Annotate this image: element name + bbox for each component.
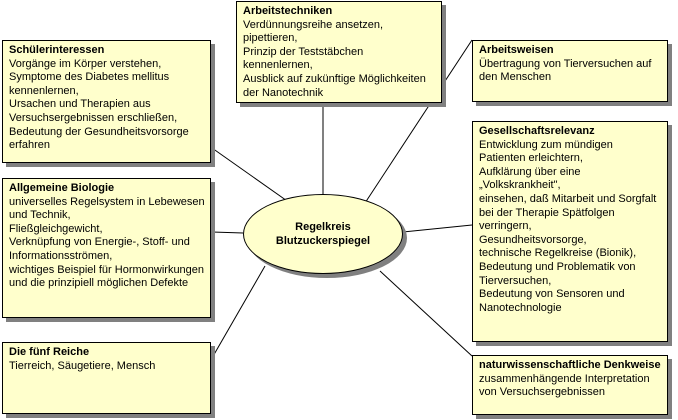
connector-arbeitsweisen	[364, 39, 473, 204]
box-allgemeine-biologie: Allgemeine Biologie universelles Regelsy…	[2, 178, 211, 318]
box-allgemeine-biologie-body: universelles Regelsystem in Lebewesen un…	[9, 195, 205, 290]
box-arbeitsweisen: Arbeitsweisen Übertragung von Tierversuc…	[472, 40, 668, 102]
box-arbeitsweisen-body: Übertragung von Tierversuchen auf den Me…	[479, 57, 652, 84]
box-allgemeine-biologie-title: Allgemeine Biologie	[9, 182, 115, 194]
box-arbeitstechniken: Arbeitstechniken Verdünnungsreihe ansetz…	[236, 1, 442, 103]
box-die-fuenf-reiche-body: Tierreich, Säugetiere, Mensch	[9, 359, 156, 372]
box-naturwissenschaftliche-denkweise: naturwissenschaftliche Denkweise zusamme…	[472, 355, 668, 415]
connector-die-fuenf-reiche	[211, 265, 266, 359]
box-die-fuenf-reiche-title: Die fünf Reiche	[9, 346, 90, 358]
box-gesellschaftsrelevanz-title: Gesellschaftsrelevanz	[479, 125, 595, 137]
center-ellipse-label: Regelkreis Blutzuckerspiegel	[275, 221, 371, 247]
center-ellipse-regelkreis: Regelkreis Blutzuckerspiegel	[243, 194, 403, 274]
box-naturwissenschaftliche-denkweise-body: zusammenhängende Interpretation von Vers…	[479, 372, 650, 399]
connector-naturwissenschaftliche-denkweise	[379, 270, 473, 357]
box-naturwissenschaftliche-denkweise-title: naturwissenschaftliche Denkweise	[479, 359, 661, 371]
box-gesellschaftsrelevanz-body: Entwicklung zum mündigen Patienten erlei…	[479, 138, 657, 314]
box-die-fuenf-reiche: Die fünf Reiche Tierreich, Säugetiere, M…	[2, 342, 211, 414]
box-schuelerinteressen-title: Schülerinteressen	[9, 44, 105, 56]
connector-allgemeine-biologie	[211, 231, 244, 234]
box-arbeitstechniken-body: Verdünnungsreihe ansetzen, pipettieren, …	[243, 18, 426, 99]
box-schuelerinteressen-body: Vorgänge im Körper verstehen, Symptome d…	[9, 57, 189, 152]
box-gesellschaftsrelevanz: Gesellschaftsrelevanz Entwicklung zum mü…	[472, 121, 668, 342]
connector-gesellschaftsrelevanz	[402, 224, 473, 233]
box-arbeitstechniken-title: Arbeitstechniken	[243, 5, 333, 17]
connector-schuelerinteressen	[211, 147, 291, 204]
box-schuelerinteressen: Schülerinteressen Vorgänge im Körper ver…	[2, 40, 211, 163]
box-arbeitsweisen-title: Arbeitsweisen	[479, 44, 554, 56]
